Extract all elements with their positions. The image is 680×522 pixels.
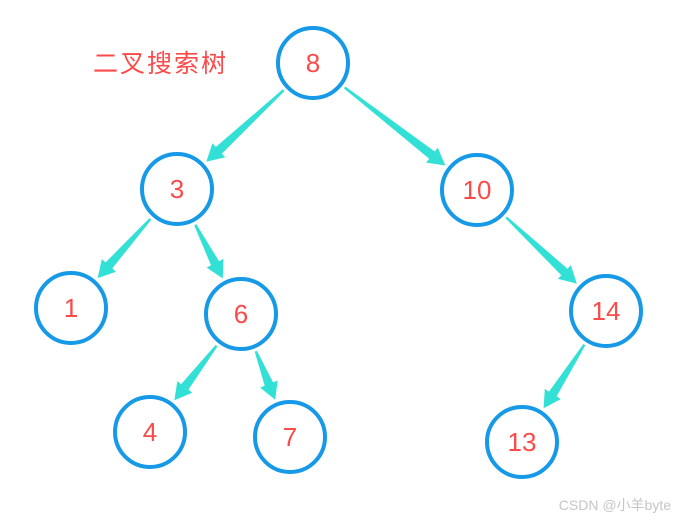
tree-node-4: 4 [113,395,187,469]
node-value: 13 [507,426,537,457]
node-value: 10 [462,174,492,205]
tree-node-1: 1 [34,271,108,345]
tree-node-13: 13 [485,405,559,479]
watermark: CSDN @小羊byte [558,497,671,513]
node-value: 14 [591,295,621,326]
tree-node-14: 14 [569,274,643,348]
tree-node-6: 6 [204,277,278,351]
diagram-title: 二叉搜索树 [93,50,229,78]
tree-node-10: 10 [440,153,514,227]
tree-node-3: 3 [140,152,214,226]
tree-node-8: 8 [276,26,350,100]
node-value: 1 [63,292,79,323]
tree-node-7: 7 [253,400,327,474]
node-value: 3 [169,173,185,204]
node-value: 8 [305,47,321,78]
node-value: 7 [282,421,298,452]
node-value: 6 [233,298,249,329]
node-value: 4 [142,416,158,447]
